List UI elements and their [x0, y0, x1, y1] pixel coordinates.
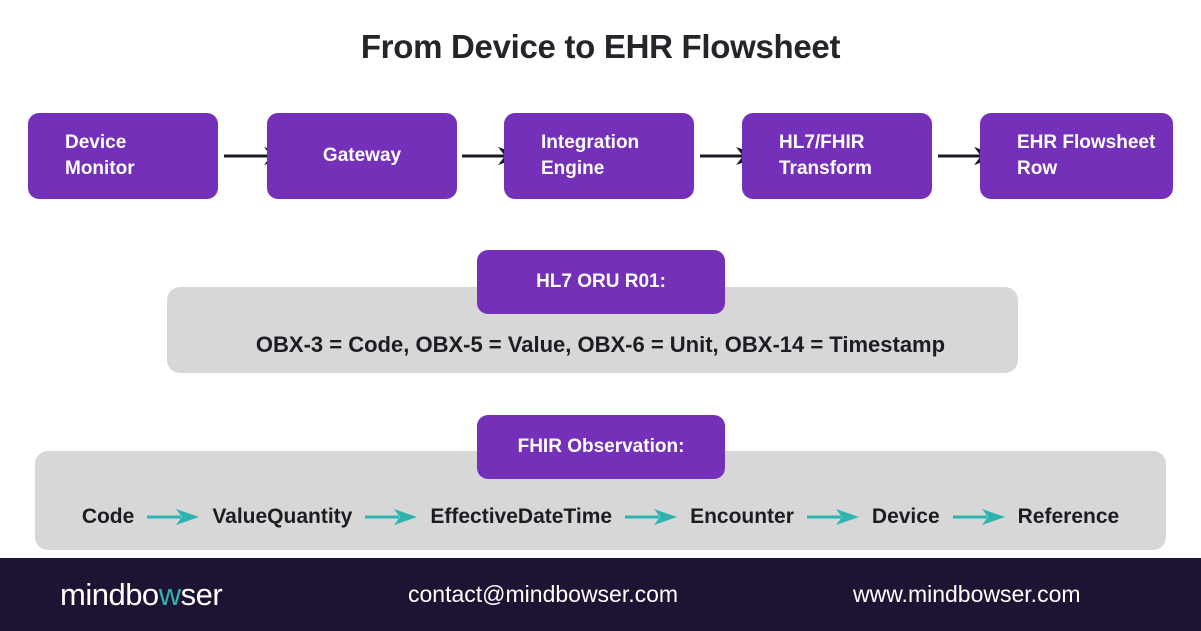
arrow-right-icon — [940, 509, 1018, 525]
logo-text-accent: w — [158, 576, 181, 612]
arrow-right-icon — [134, 509, 212, 525]
arrow-right-icon — [352, 509, 430, 525]
fhir-field-chain: Code ValueQuantity EffectiveDateTime Enc… — [35, 500, 1166, 534]
flow-step-device-monitor[interactable]: Device Monitor — [28, 113, 218, 199]
hl7-detail-text: OBX-3 = Code, OBX-5 = Value, OBX-6 = Uni… — [255, 332, 946, 357]
mindbowser-logo[interactable]: mindbowser — [60, 576, 223, 613]
logo-text-before: mindbo — [60, 576, 159, 612]
footer-email[interactable]: contact@mindbowser.com — [408, 581, 679, 607]
hl7-oru-badge[interactable]: HL7 ORU R01: — [477, 250, 725, 314]
footer-bar: mindbowser contact@mindbowser.com www.mi… — [0, 558, 1201, 631]
fhir-chain-item: EffectiveDateTime — [430, 505, 613, 528]
fhir-chain-item: Code — [81, 505, 135, 528]
logo-text-after: ser — [180, 576, 223, 612]
fhir-chain-item: ValueQuantity — [212, 505, 353, 528]
hl7-oru-badge-label: HL7 ORU R01: — [536, 271, 666, 292]
flow-step-label: Integration Engine — [541, 131, 640, 179]
flow-step-label: Device Monitor — [65, 131, 135, 179]
flow-step-label: Gateway — [322, 144, 402, 166]
arrow-right-icon — [612, 509, 690, 525]
flow-step-ehr-flowsheet-row[interactable]: EHR Flowsheet Row — [980, 113, 1173, 199]
fhir-chain-item: Reference — [1017, 505, 1120, 528]
flow-step-gateway[interactable]: Gateway — [267, 113, 457, 199]
flow-step-hl7-fhir-transform[interactable]: HL7/FHIR Transform — [742, 113, 932, 199]
footer-website[interactable]: www.mindbowser.com — [853, 581, 1081, 607]
arrow-right-icon — [794, 509, 872, 525]
page-title: From Device to EHR Flowsheet — [360, 28, 841, 65]
fhir-observation-badge[interactable]: FHIR Observation: — [477, 415, 725, 479]
flow-step-label: EHR Flowsheet Row — [1017, 131, 1156, 179]
fhir-observation-badge-label: FHIR Observation: — [517, 436, 685, 457]
device-to-ehr-flow-row: Device Monitor Gateway Integration Engin… — [28, 113, 1173, 199]
fhir-chain-item: Device — [871, 505, 940, 528]
flow-step-label: HL7/FHIR Transform — [779, 131, 872, 179]
fhir-chain-item: Encounter — [690, 505, 794, 528]
flow-step-integration-engine[interactable]: Integration Engine — [504, 113, 694, 199]
